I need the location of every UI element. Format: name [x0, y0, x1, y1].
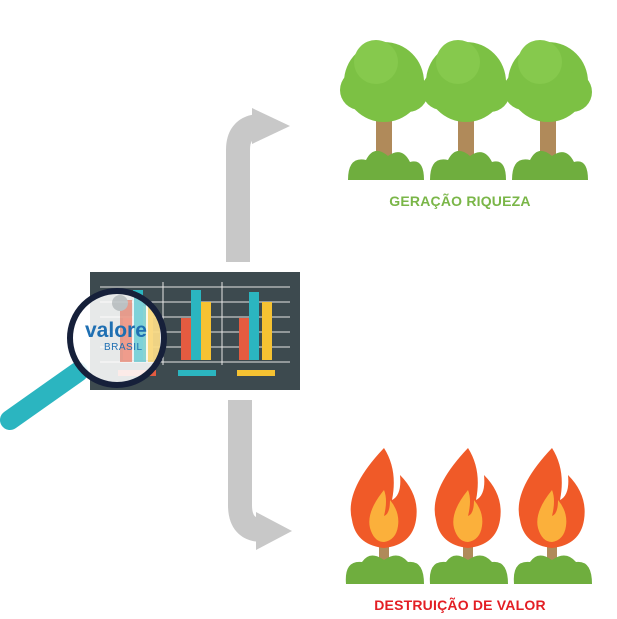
magnifier-icon — [0, 288, 167, 430]
fire-icon — [429, 448, 508, 584]
arrow-up-icon — [226, 108, 290, 262]
wealth-generation-label: GERAÇÃO RIQUEZA — [389, 193, 531, 209]
tree-icon — [340, 40, 428, 180]
fire-icon — [345, 448, 424, 584]
tree-icon — [504, 40, 592, 180]
tree-icon — [422, 40, 510, 180]
valore-logo-subtitle: BRASIL — [104, 342, 143, 353]
valore-logo: valore — [85, 319, 147, 342]
value-destruction-label: DESTRUIÇÃO DE VALOR — [374, 597, 546, 613]
arrow-down-icon — [228, 400, 292, 550]
fire-icon — [513, 448, 592, 584]
